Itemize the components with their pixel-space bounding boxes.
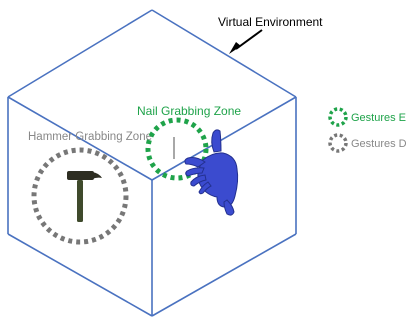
environment-box [7, 9, 297, 317]
hand-icon [184, 129, 239, 216]
legend-enabled-swatch [328, 107, 348, 127]
box-edge [151, 96, 297, 181]
nail-zone-circle [145, 117, 209, 181]
box-edge [151, 233, 297, 317]
title-arrow [229, 29, 263, 54]
legend-disabled-label: Gestures Disabled [351, 138, 406, 150]
hammer-zone-circle [31, 147, 129, 245]
environment-label: Virtual Environment [218, 15, 323, 29]
legend-enabled-label: Gestures Enabled [351, 112, 406, 124]
nail-zone-label: Nail Grabbing Zone [137, 104, 241, 118]
box-edge [7, 9, 153, 98]
legend-disabled-swatch [328, 133, 348, 153]
hammer-zone-label: Hammer Grabbing Zone [28, 131, 152, 143]
legend: Gestures Enabled Gestures Disabled [328, 107, 406, 153]
box-edge [7, 233, 153, 317]
box-edge [151, 9, 297, 98]
box-edge [7, 96, 153, 181]
hammer-icon [67, 171, 102, 222]
